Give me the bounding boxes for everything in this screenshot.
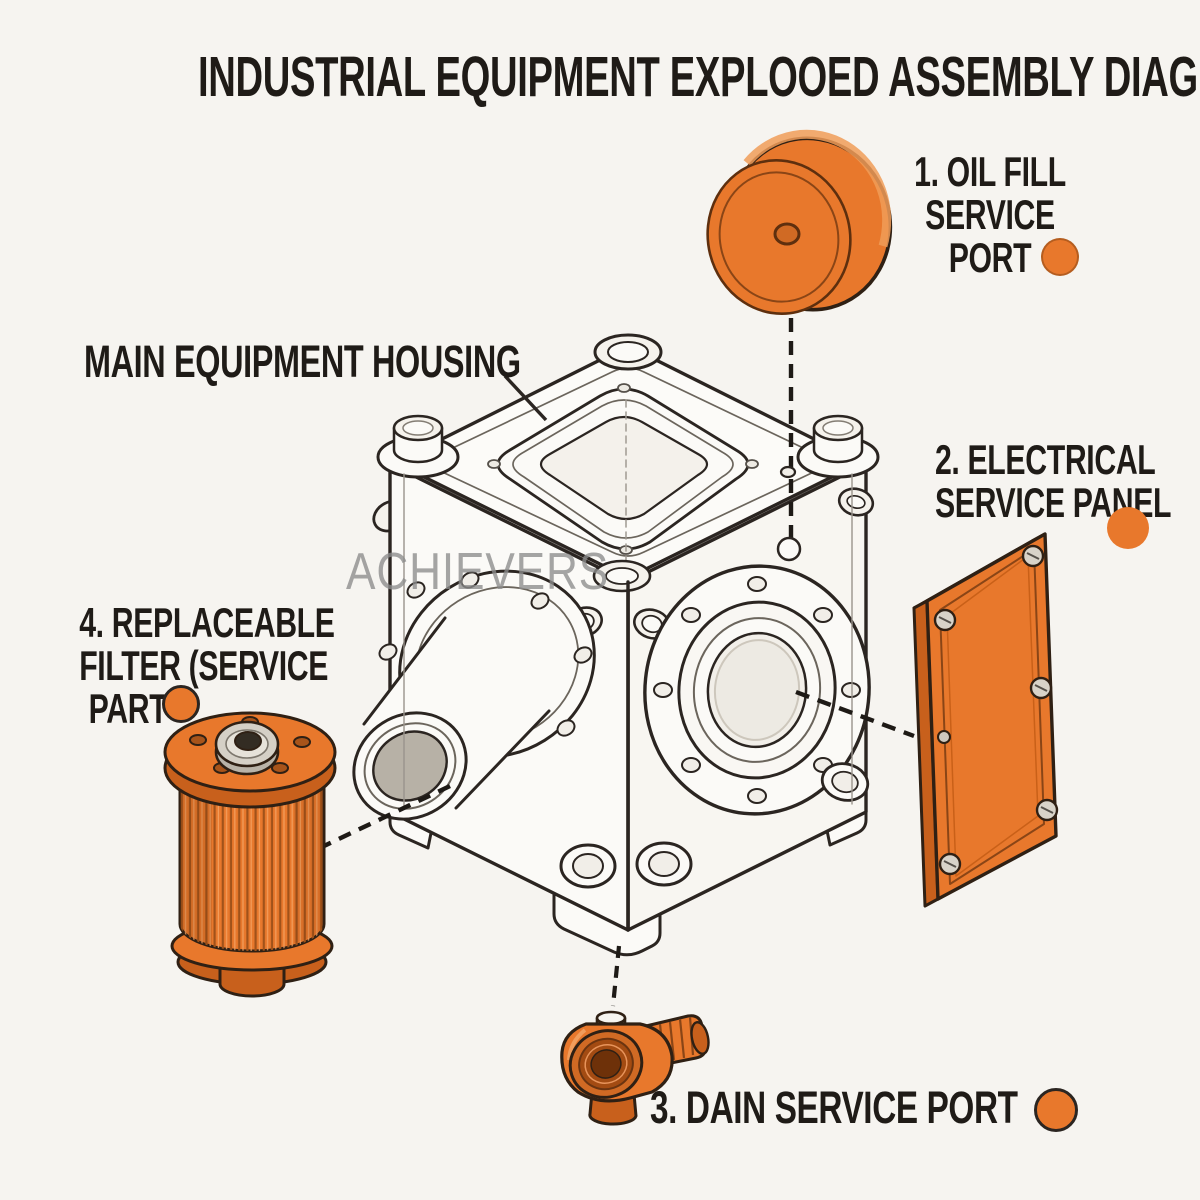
filter-marker-dot [162,685,200,723]
callout-line: PORT [948,234,1032,281]
callout-line: 4. REPLACEABLE [79,599,335,646]
callout-drain-port: 3. DAIN SERVICE PORT [650,1082,1018,1133]
filter-drawing [163,711,337,998]
electrical-panel-marker-dot [1107,507,1149,549]
page-title: INDUSTRIAL EQUIPMENT EXPLOOED ASSEMBLY D… [198,45,1200,109]
drain-assembly-axis [610,945,622,1007]
callout-line: 2. ELECTRICAL [934,436,1156,483]
callout-filter: 4. REPLACEABLE FILTER (SERVICE PART [40,599,335,730]
oil-fill-assembly-axis [776,318,802,562]
callout-line: SERVICE [925,191,1055,238]
callout-line: FILTER (SERVICE [79,642,329,689]
callout-line: SERVICE PANEL [934,479,1172,526]
callout-oil-fill-port: 1. OIL FILL SERVICE PORT [880,150,1100,279]
oil-fill-port-marker-dot [1041,238,1079,276]
oil-fill-cap-drawing [706,129,893,315]
electrical-panel-drawing [912,532,1059,908]
callout-main-housing: MAIN EQUIPMENT HOUSING [84,336,521,387]
callout-line: PART [88,685,168,732]
watermark: ACHIEVERS [346,543,610,601]
panel-assembly-axis [795,689,915,739]
drain-valve-drawing [560,1010,710,1126]
housing-leader-line [503,374,548,422]
main-housing-drawing [352,333,880,957]
callout-line: 1. OIL FILL [914,148,1066,195]
filter-assembly-axis [323,784,451,848]
drain-port-marker-dot [1034,1088,1078,1132]
